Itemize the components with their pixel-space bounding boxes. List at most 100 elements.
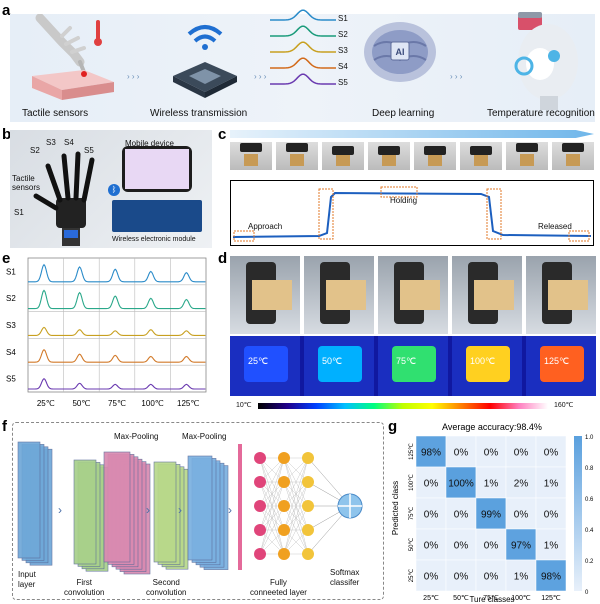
input-feature-map [17, 441, 41, 559]
matrix-cell [475, 466, 507, 499]
bluetooth-icon: ᛒ [108, 184, 120, 196]
matrix-cell-label: 0% [454, 448, 469, 459]
wood-block [244, 154, 258, 166]
matrix-cell [535, 497, 567, 530]
colorbar-tick-label: 0.8 [585, 466, 594, 472]
thermal-hotspot [540, 346, 584, 382]
confusion-matrix: Average accuracy:98.4% Ture classes Pred… [391, 422, 594, 604]
label-approach: Approach [248, 222, 283, 231]
fc-connection [283, 505, 309, 555]
panel-label-e: e [2, 250, 11, 267]
column-label: 50℃ [72, 399, 90, 408]
matrix-cell [475, 497, 507, 530]
fc-connection [283, 457, 309, 507]
thermal-image: 50℃ [304, 336, 374, 396]
sensor-trace-s2 [28, 289, 206, 310]
grasp-photo [304, 256, 374, 334]
grasp-signal-plot [230, 180, 594, 246]
arrow-chevrons-3: › › › [450, 72, 463, 81]
x-tick-label: 125℃ [541, 595, 561, 602]
panel-label-f: f [2, 418, 7, 435]
arrow-chevrons-2: › › › [254, 72, 267, 81]
grasp-photo [526, 256, 596, 334]
wood-block [336, 154, 350, 166]
matrix-cell [535, 466, 567, 499]
signal-label-s1: S1 [338, 14, 348, 23]
sensor-label-s2: S2 [30, 146, 40, 155]
y-tick-label: 25℃ [409, 569, 415, 583]
column-label: 125℃ [177, 399, 199, 408]
panel-label-b: b [2, 126, 12, 143]
robot-hand-photo-illustration [33, 151, 95, 246]
sensor-trace-s1 [28, 263, 206, 283]
label-temperature-recognition: Temperature recognition [487, 108, 595, 119]
wood-block [520, 154, 534, 166]
thermal-image: 100℃ [452, 336, 522, 396]
panel-label-c: c [218, 126, 227, 143]
matrix-cell-label: 0% [544, 448, 559, 459]
flow-arrow: › [146, 503, 150, 517]
second-conv-feature-map [153, 461, 177, 563]
matrix-cell-label: 99% [481, 510, 501, 521]
sensor-label-s1: S1 [14, 208, 24, 217]
flow-arrow: › [178, 503, 182, 517]
wood-block [290, 154, 304, 166]
released-box [568, 230, 590, 242]
confusion-matrix-ylabel: Predicted class [391, 481, 400, 535]
matrix-cell [415, 559, 447, 592]
robot-hand [424, 146, 446, 155]
fc-neuron [254, 548, 266, 560]
label-released: Released [538, 222, 572, 231]
fc-neuron [254, 500, 266, 512]
matrix-cell [445, 497, 477, 530]
matrix-cell-label: 0% [484, 572, 499, 583]
matrix-cell [475, 559, 507, 592]
signal-label-s2: S2 [338, 30, 348, 39]
wood-block [474, 154, 488, 166]
matrix-cell-label: 98% [541, 572, 561, 583]
matrix-cell [415, 497, 447, 530]
wood-block [326, 280, 366, 310]
x-tick-label: 100℃ [511, 595, 531, 602]
label-deep-learning: Deep learning [372, 108, 435, 119]
cnn-frame [12, 422, 384, 600]
row-label-s5: S5 [6, 375, 16, 384]
thermal-temp-label: 75℃ [396, 356, 417, 366]
matrix-colorbar [574, 436, 582, 591]
label-fully-connected: Fully conneeted layer [250, 578, 307, 597]
wood-block [474, 280, 514, 310]
grasp-frame [552, 142, 594, 170]
y-tick-label: 50℃ [409, 538, 415, 552]
sensor-label-s4: S4 [64, 138, 74, 147]
robot-hand [470, 146, 492, 155]
row-label-s1: S1 [6, 267, 16, 276]
time-arrow [230, 130, 594, 138]
fc-neuron [278, 548, 290, 560]
matrix-cell-label: 0% [424, 510, 439, 521]
grasp-frame [322, 142, 364, 170]
matrix-cell [445, 466, 477, 499]
label-wireless-transmission: Wireless transmission [150, 108, 248, 119]
arrow-chevrons-1: › › › [127, 72, 140, 81]
matrix-cell-label: 0% [424, 541, 439, 552]
matrix-cell [535, 435, 567, 468]
signal-wave-1 [270, 9, 336, 21]
matrix-cell-label: 0% [424, 479, 439, 490]
grid-frame [27, 257, 207, 393]
matrix-cell-label: 1% [544, 479, 559, 490]
matrix-cell-label: 0% [484, 541, 499, 552]
label-softmax: Softmax classifer [330, 568, 360, 587]
sensor-trace-s3 [28, 326, 206, 336]
grasp-photo [230, 256, 300, 334]
fc-neuron [302, 476, 314, 488]
confusion-matrix-title: Average accuracy:98.4% [442, 422, 542, 432]
flatten-bar [238, 444, 242, 570]
matrix-cell-label: 0% [454, 541, 469, 552]
matrix-cell-label: 2% [514, 479, 529, 490]
matrix-cell [505, 466, 537, 499]
thermal-hotspot [244, 346, 288, 382]
